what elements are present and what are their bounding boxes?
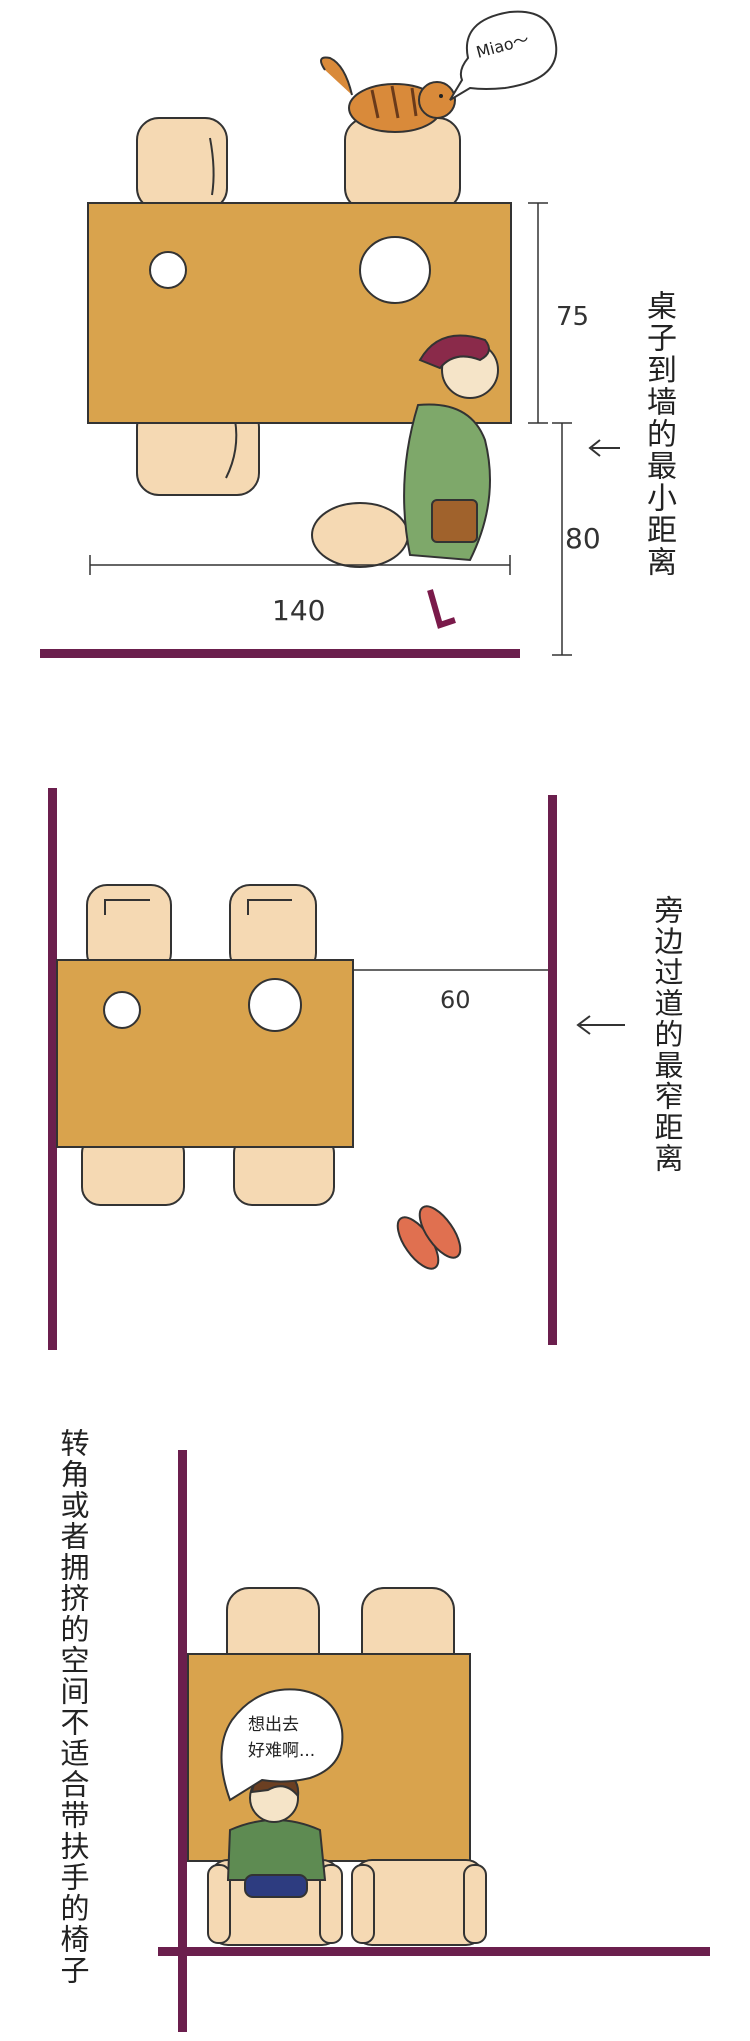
- cat-illustration: [320, 56, 456, 133]
- speech-line-2: 好难啊...: [248, 1741, 315, 1761]
- dining-table: [56, 959, 354, 1148]
- wall-right: [548, 795, 557, 1345]
- dim-wall-gap: 80: [565, 522, 601, 555]
- arrow-left-icon: [588, 439, 620, 457]
- slippers-icon: [396, 1205, 462, 1270]
- wall-bottom: [158, 1947, 710, 1956]
- wall-left: [48, 788, 57, 1350]
- plate-small: [103, 991, 141, 1029]
- wall-bottom: [40, 649, 520, 658]
- aisle-illustration: 60: [48, 788, 625, 1350]
- panel-table-to-wall: Miao～ 75 80 140 桌子到墙的最小距离: [0, 0, 750, 680]
- chair-pulled-out: [311, 502, 409, 568]
- armchair-right: [351, 1859, 487, 1946]
- bag-icon: [431, 499, 478, 543]
- panel-side-aisle: 60 旁边过道的最窄距离: [0, 680, 750, 1360]
- panel-corner-chairs: 想出去 好难啊... 转角或者拥挤的空间不适合带扶手的椅子: [0, 1360, 750, 2037]
- plate-large: [248, 978, 302, 1032]
- dim-table-width: 75: [556, 302, 589, 332]
- speech-line-1: 想出去: [248, 1715, 299, 1735]
- wall-left: [178, 1450, 187, 2032]
- dimension-lines: [89, 202, 572, 656]
- caption-min-distance-to-wall: 桌子到墙的最小距离: [641, 290, 676, 578]
- corner-illustration: 想出去 好难啊...: [158, 1450, 710, 2032]
- plate-small: [149, 251, 187, 289]
- dim-aisle: 60: [440, 986, 471, 1014]
- caption-corner-no-armchairs: 转角或者拥挤的空间不适合带扶手的椅子: [56, 1428, 90, 1986]
- table-wall-illustration: Miao～ 75 80 140: [40, 10, 620, 658]
- plate-large: [359, 236, 431, 304]
- dining-table: [87, 202, 512, 424]
- cat-speech-bubble: [449, 10, 558, 101]
- woman-illustration: [311, 334, 499, 629]
- arrow-left-icon: [576, 1015, 625, 1035]
- speech-bubble: [220, 1688, 344, 1802]
- dim-table-length: 140: [272, 594, 325, 627]
- caption-narrowest-aisle: 旁边过道的最窄距离: [650, 895, 684, 1174]
